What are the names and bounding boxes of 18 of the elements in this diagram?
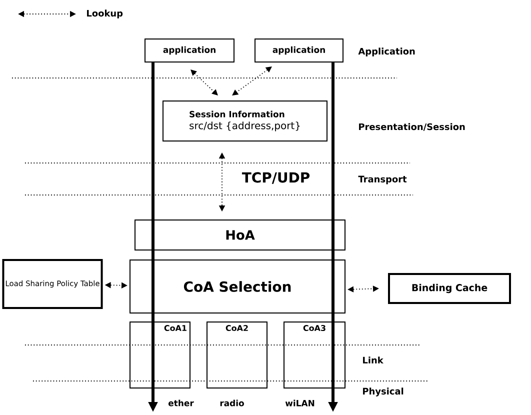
edge-label: TCP/UDP <box>240 171 312 185</box>
layer-label: Presentation/Session <box>359 123 465 131</box>
application-box: application <box>254 38 344 62</box>
interface-label: ether <box>168 400 194 406</box>
selection-box: CoA Selection <box>130 260 346 314</box>
layer-label: Transport <box>358 176 407 184</box>
lookup-arrow <box>190 70 218 96</box>
interface-label: wiLAN <box>285 400 314 406</box>
session-box: Session Information src/dst {address,port} <box>162 100 328 142</box>
lookup-arrow <box>232 66 272 96</box>
layer-label: Physical <box>363 388 404 396</box>
layer-box: HoA <box>134 220 346 250</box>
cache-box: Binding Cache <box>388 273 511 304</box>
layer-label: Link <box>363 356 384 364</box>
interface-label: radio <box>220 400 244 406</box>
layer-label: Application <box>358 48 415 56</box>
application-box: application <box>144 38 234 62</box>
legend-label: Lookup <box>87 10 123 18</box>
